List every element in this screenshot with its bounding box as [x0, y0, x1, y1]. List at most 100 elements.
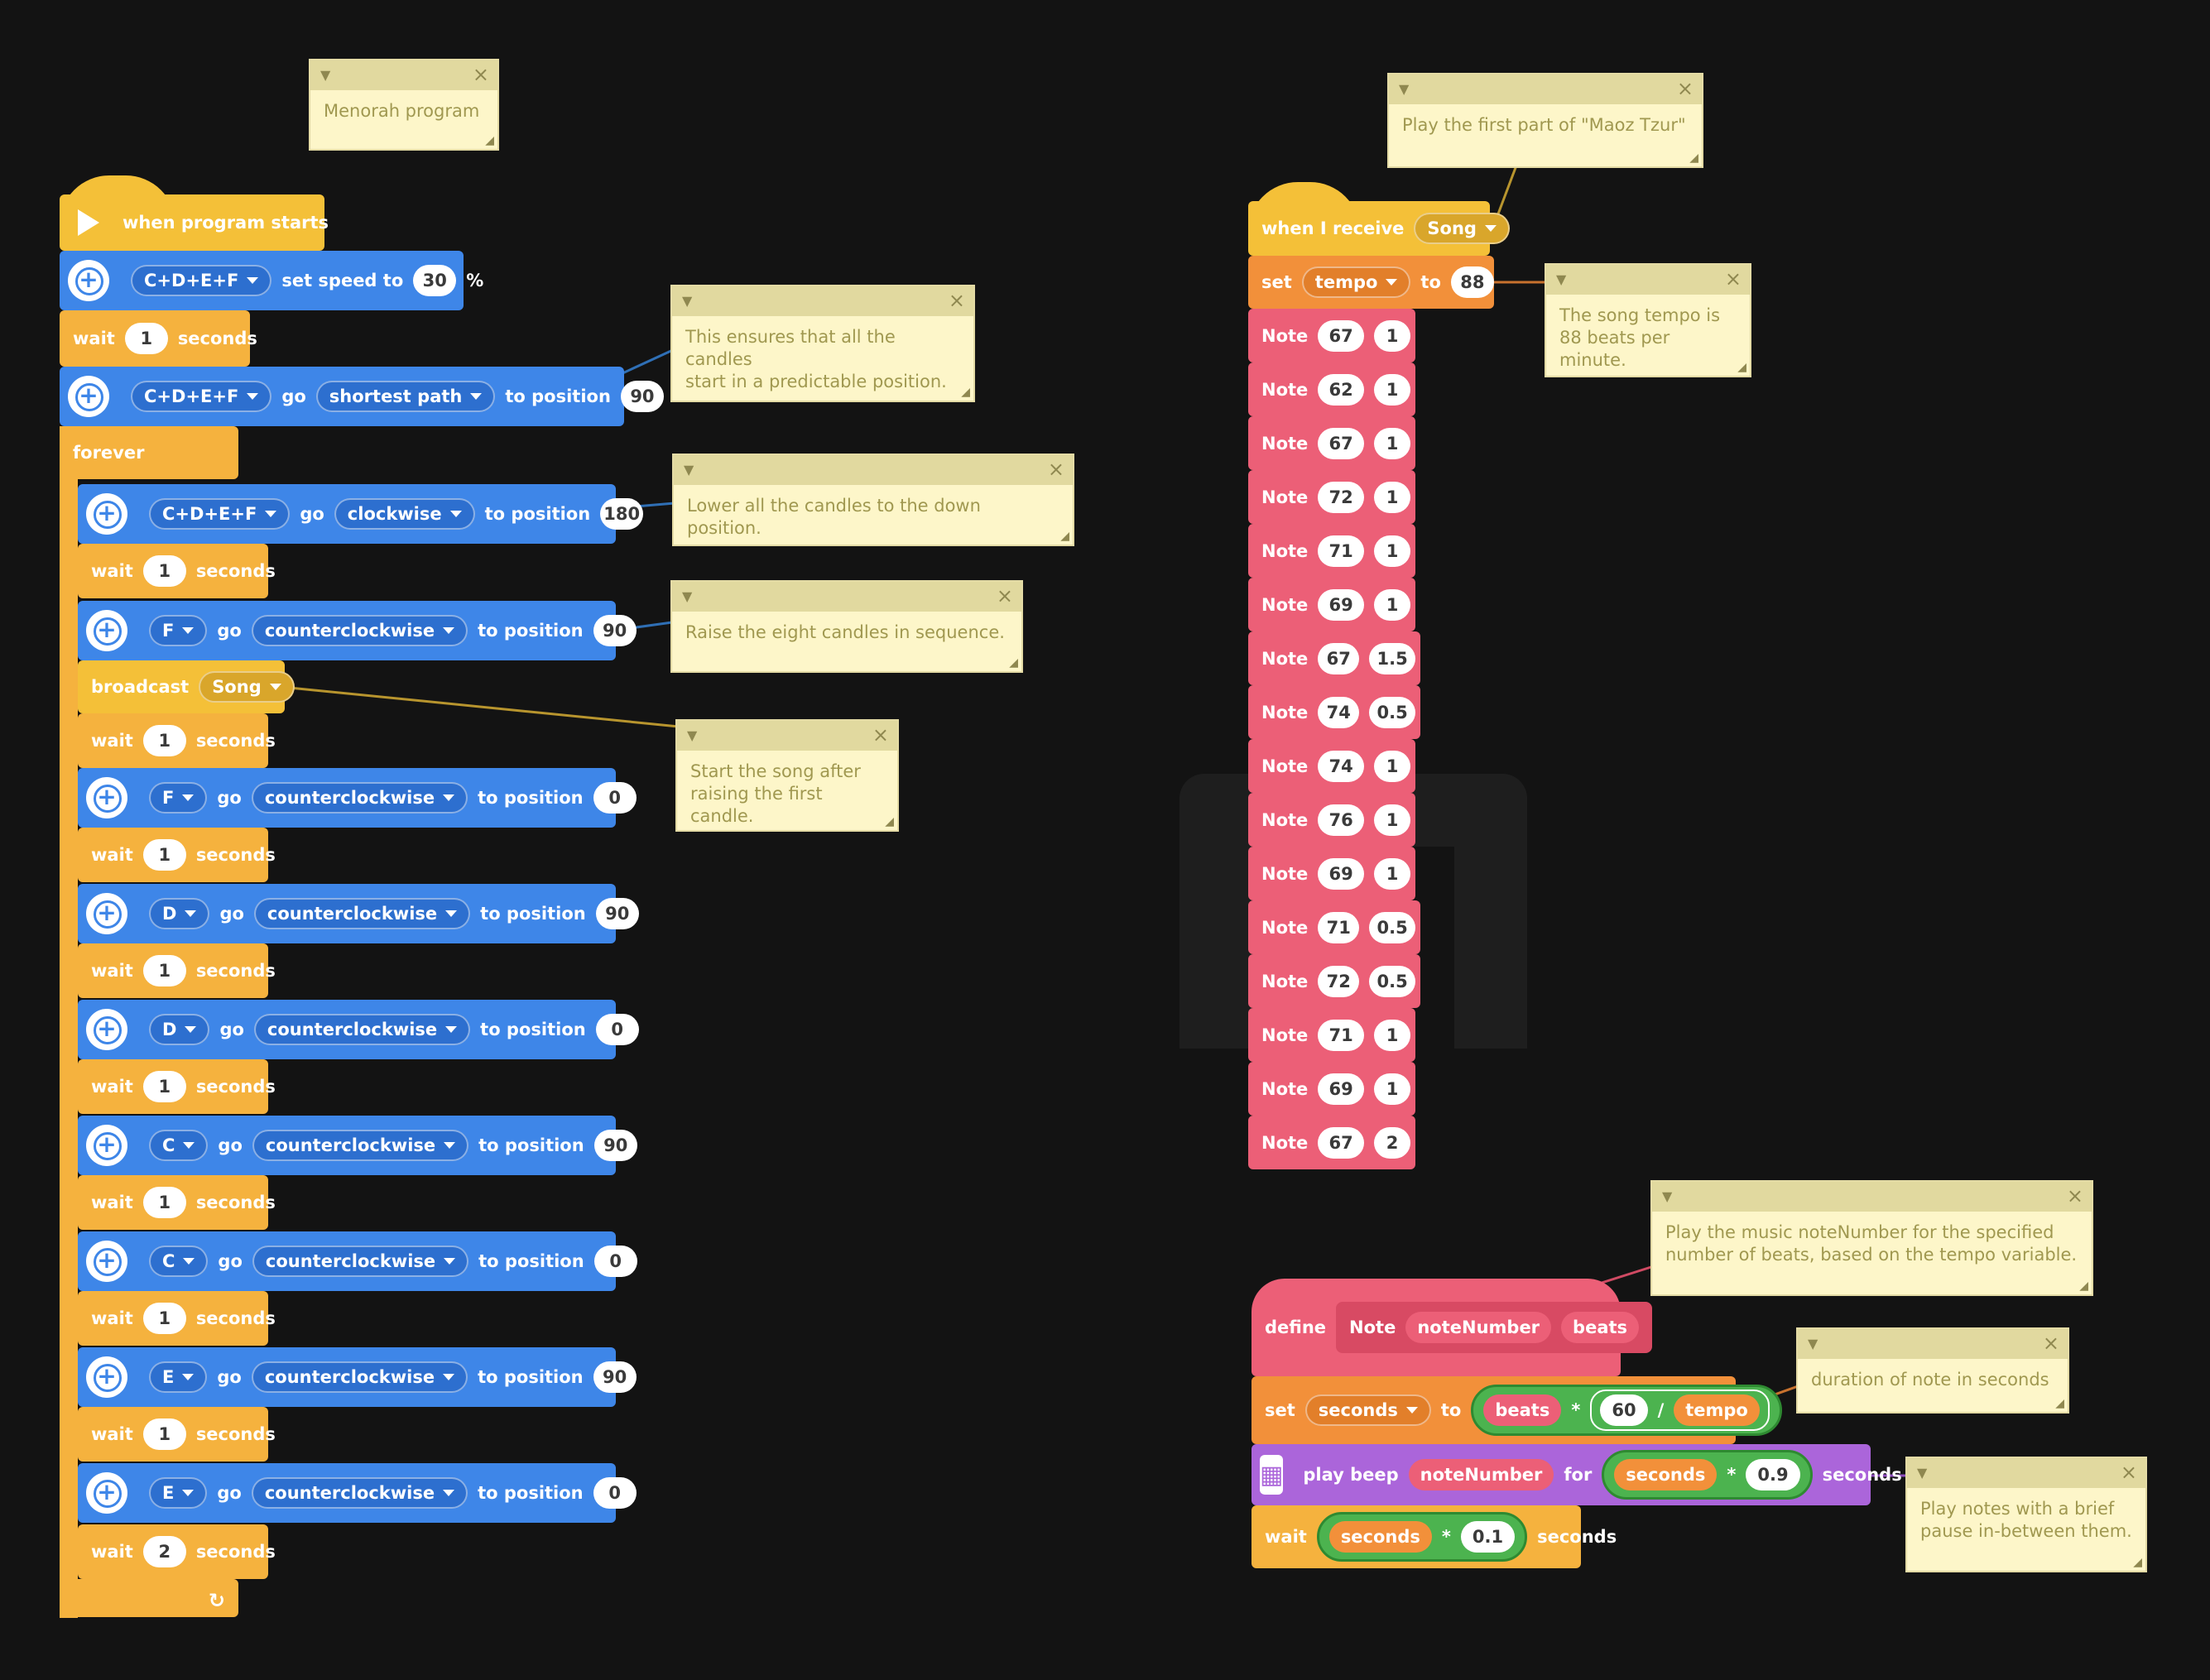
beats-input[interactable]: 1	[1374, 373, 1410, 406]
close-icon[interactable]: ×	[1724, 267, 1742, 290]
beats-input[interactable]: 1	[1374, 319, 1410, 352]
direction-dropdown[interactable]: counterclockwise	[253, 1014, 471, 1045]
position-input[interactable]: 90	[593, 1361, 637, 1393]
wait-input[interactable]: 1	[142, 955, 186, 986]
beats-input[interactable]: 0.5	[1369, 696, 1415, 728]
comment-text[interactable]: Raise the eight candles in sequence.	[685, 622, 1005, 642]
param-beats[interactable]: beats	[1561, 1312, 1640, 1343]
comment-titlebar[interactable]: ▼×	[1907, 1458, 2145, 1488]
motor-port-dropdown[interactable]: C+D+E+F	[131, 265, 272, 296]
comment-titlebar[interactable]: ▼×	[1546, 265, 1750, 295]
comment-text[interactable]: duration of note in seconds	[1811, 1370, 2049, 1390]
wait-input[interactable]: 1	[142, 839, 186, 871]
direction-dropdown[interactable]: counterclockwise	[251, 1361, 468, 1393]
position-input[interactable]: 0	[593, 1477, 637, 1509]
wait-input[interactable]: 1	[142, 1187, 186, 1218]
beats-input[interactable]: 1	[1374, 535, 1410, 567]
beats-input[interactable]: 1	[1374, 481, 1410, 513]
position-input[interactable]: 0	[593, 782, 637, 814]
comment-titlebar[interactable]: ▼×	[1389, 74, 1702, 104]
collapse-triangle-icon[interactable]: ▼	[684, 462, 694, 478]
position-input[interactable]: 90	[595, 898, 639, 929]
close-icon[interactable]: ×	[996, 584, 1013, 607]
forever-block[interactable]	[60, 426, 78, 1618]
motor-port-dropdown[interactable]: F	[149, 615, 208, 646]
note-number-input[interactable]: 67	[1318, 1126, 1364, 1159]
note-number-input[interactable]: 71	[1318, 1019, 1364, 1051]
comment-text[interactable]: Menorah program	[324, 101, 480, 121]
resize-handle-icon[interactable]: ◢	[2133, 1556, 2142, 1569]
motor-port-dropdown[interactable]: C	[149, 1130, 209, 1161]
variable-dropdown[interactable]: tempo	[1301, 266, 1411, 298]
resize-handle-icon[interactable]: ◢	[2079, 1279, 2088, 1293]
beats-input[interactable]: 1	[1374, 588, 1410, 621]
comment-text[interactable]: Start the song after raising the first c…	[690, 761, 861, 826]
motor-port-dropdown[interactable]: E	[149, 1361, 208, 1393]
note-number-input[interactable]: 72	[1318, 481, 1364, 513]
comment-text[interactable]: This ensures that all the candles start …	[685, 327, 947, 391]
variable-dropdown[interactable]: seconds	[1304, 1394, 1431, 1426]
comment-titlebar[interactable]: ▼×	[1652, 1182, 2092, 1212]
tempo-reporter[interactable]: tempo	[1674, 1394, 1760, 1426]
direction-dropdown[interactable]: clockwise	[334, 498, 475, 530]
position-input[interactable]: 0	[595, 1014, 639, 1045]
note-number-input[interactable]: 71	[1318, 535, 1364, 567]
note-number-input[interactable]: 62	[1318, 373, 1364, 406]
comment-text[interactable]: Play notes with a brief pause in-between…	[1920, 1499, 2132, 1541]
beats-input[interactable]: 1	[1374, 857, 1410, 890]
beats-input[interactable]: 1	[1374, 1019, 1410, 1051]
wait-input[interactable]: 1	[142, 1303, 186, 1334]
number-input[interactable]: 0.1	[1460, 1521, 1516, 1553]
collapse-triangle-icon[interactable]: ▼	[1662, 1188, 1673, 1204]
collapse-triangle-icon[interactable]: ▼	[1808, 1336, 1818, 1351]
wait-input[interactable]: 1	[142, 725, 186, 756]
collapse-triangle-icon[interactable]: ▼	[1399, 81, 1410, 97]
comment-song-tempo[interactable]: ▼×The song tempo is 88 beats per minute.…	[1545, 263, 1751, 377]
close-icon[interactable]: ×	[2066, 1184, 2083, 1207]
tempo-input[interactable]: 88	[1450, 266, 1494, 298]
position-input[interactable]: 180	[600, 498, 644, 530]
note-number-input[interactable]: 74	[1318, 750, 1364, 782]
comment-text[interactable]: Lower all the candles to the down positi…	[687, 496, 981, 538]
direction-dropdown[interactable]: shortest path	[315, 381, 496, 412]
beats-input[interactable]: 1	[1374, 427, 1410, 459]
direction-dropdown[interactable]: counterclockwise	[252, 1130, 469, 1161]
direction-dropdown[interactable]: counterclockwise	[251, 1477, 468, 1509]
comment-note-definition[interactable]: ▼×Play the music noteNumber for the spec…	[1650, 1180, 2093, 1296]
note-number-input[interactable]: 74	[1318, 696, 1360, 728]
notenumber-reporter[interactable]: noteNumber	[1408, 1459, 1554, 1490]
collapse-triangle-icon[interactable]: ▼	[682, 588, 693, 604]
resize-handle-icon[interactable]: ◢	[1737, 361, 1746, 374]
beats-input[interactable]: 1	[1374, 804, 1410, 836]
note-number-input[interactable]: 69	[1318, 1073, 1364, 1105]
comment-titlebar[interactable]: ▼×	[672, 582, 1021, 612]
motor-port-dropdown[interactable]: C+D+E+F	[149, 498, 291, 530]
motor-port-dropdown[interactable]: C+D+E+F	[131, 381, 272, 412]
close-icon[interactable]: ×	[872, 723, 889, 746]
note-number-input[interactable]: 76	[1318, 804, 1364, 836]
comment-lower-candles[interactable]: ▼×Lower all the candles to the down posi…	[672, 454, 1074, 546]
direction-dropdown[interactable]: counterclockwise	[253, 898, 471, 929]
comment-text[interactable]: Play the first part of "Maoz Tzur"	[1402, 115, 1686, 135]
